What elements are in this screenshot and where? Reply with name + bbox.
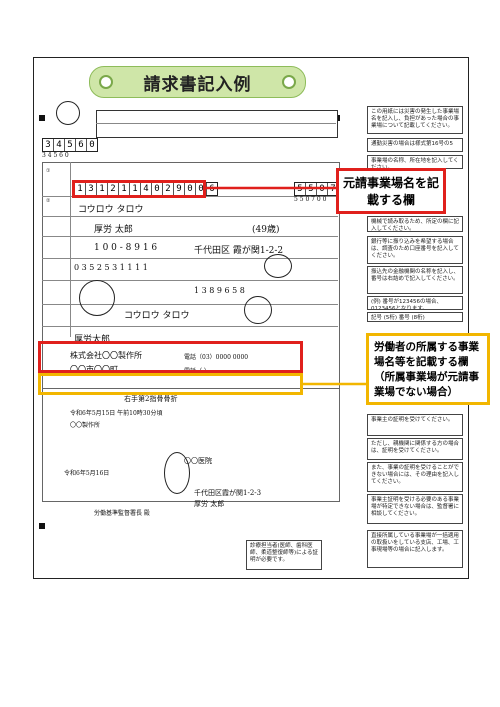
worker-age: (49歳) — [252, 225, 280, 235]
red-callout: 元請事業場名を記載する欄 — [336, 168, 446, 214]
company-highlight — [38, 341, 303, 373]
banner-left-dot-icon — [99, 75, 113, 89]
circled-mark — [164, 452, 190, 494]
doctor-address: 千代田区霞が関1-2-3 — [194, 489, 262, 497]
note-13: 直接所属している事業場が一括適用の取扱いをしている支店、工場、工事現場等の場合に… — [367, 530, 463, 568]
postal-code: 1 0 0 - 8 9 1 6 — [94, 243, 158, 253]
account-holder: コウロウ タロウ — [124, 311, 190, 321]
workplace-highlight — [72, 180, 206, 198]
grid-line — [42, 326, 338, 327]
injury-date: 令和6年5月15日 午前10時30分頃 — [70, 410, 163, 417]
affiliate-highlight — [38, 373, 303, 395]
company-name: 株式会社〇〇製作所 — [70, 351, 142, 360]
signature: 厚労 太郎 — [194, 500, 225, 508]
title-banner: 請求書記入例 — [89, 66, 306, 98]
company-address: 〇〇市〇〇町 — [70, 365, 118, 374]
office-code-text: 3 4 5 6 0 — [42, 152, 69, 159]
grid-line — [96, 123, 336, 124]
grid-line — [42, 236, 338, 237]
side-text: ② — [46, 198, 51, 204]
detail-block — [42, 388, 340, 502]
doctor-name: 〇〇医院 — [184, 457, 212, 465]
circled-mark — [56, 101, 80, 125]
grid-line — [42, 304, 338, 305]
holder-kanji: 厚労太郎 — [74, 335, 111, 345]
phone: 0 3 5 2 5 3 1 1 1 1 — [74, 263, 148, 272]
grid-line — [42, 280, 338, 281]
bank-code: 1 3 8 9 6 5 8 — [194, 286, 245, 295]
note-7: (例) 番号が123456の場合、0123456となります。 — [367, 296, 463, 310]
note-4: 機械で読み取るため、所定の欄に記入してください。 — [367, 216, 463, 232]
worker-name: 厚労 太郎 — [94, 225, 133, 235]
note-9: 事業主の証明を受けてください。 — [367, 414, 463, 436]
workplace-name-kana: コウロウ タロウ — [78, 205, 144, 215]
corner-mark-icon — [39, 115, 45, 121]
director-line: 労働基準監督署長 殿 — [94, 510, 150, 517]
address: 千代田区 霞が関1-2-2 — [194, 246, 284, 256]
page-title: 請求書記入例 — [143, 75, 252, 95]
birth-number-text: 5 5 0 7 0 0 — [294, 196, 327, 203]
note-11: また、事業の証明を受けることができない場合には、その理由を記入してください。 — [367, 462, 463, 492]
footer-note: 診療担当者(医師、歯科医師、柔道整復師等)による証明が必要です。 — [246, 540, 322, 570]
note-5: 銀行等に振り込みを希望する場合は、調査のため口座番号を記入してください。 — [367, 236, 463, 264]
note-6: 振込先の金融機関の名称を記入し、番号は右詰めで記入してください。 — [367, 266, 463, 294]
circled-mark — [244, 296, 272, 324]
grid-line — [70, 162, 71, 337]
note-2: 通勤災害の場合は様式第16号の5 — [367, 138, 463, 152]
header-block — [96, 110, 338, 138]
grid-line — [42, 258, 338, 259]
circled-mark — [79, 280, 115, 316]
corner-mark-icon — [39, 523, 45, 529]
reward-date: 令和6年5月16日 — [64, 470, 110, 477]
yellow-callout: 労働者の所属する事業場名等を記載する欄（所属事業場が元請事業場でない場合） — [366, 333, 490, 405]
banner-right-dot-icon — [282, 75, 296, 89]
circled-mark — [264, 254, 292, 278]
company-tel: 電話（03）0000 0000 — [184, 354, 249, 361]
injury-place: 〇〇製作所 — [70, 422, 101, 429]
note-12: 事業主証明を受ける必要のある事業場が特定できない場合は、監督署に相談してください… — [367, 494, 463, 524]
injury-name: 右手第2指骨骨折 — [124, 395, 178, 403]
grid-line — [42, 216, 338, 217]
side-text: ① — [46, 168, 51, 174]
note-10: ただし、親機関に関係する方の場合は、証明を受けてください。 — [367, 438, 463, 460]
note-1: この用紙には災害の発生した事業場名を記入し、負担があった場合の事業場について記載… — [367, 106, 463, 134]
note-8: 記号 (5桁) 番号 (8桁) — [367, 312, 463, 322]
